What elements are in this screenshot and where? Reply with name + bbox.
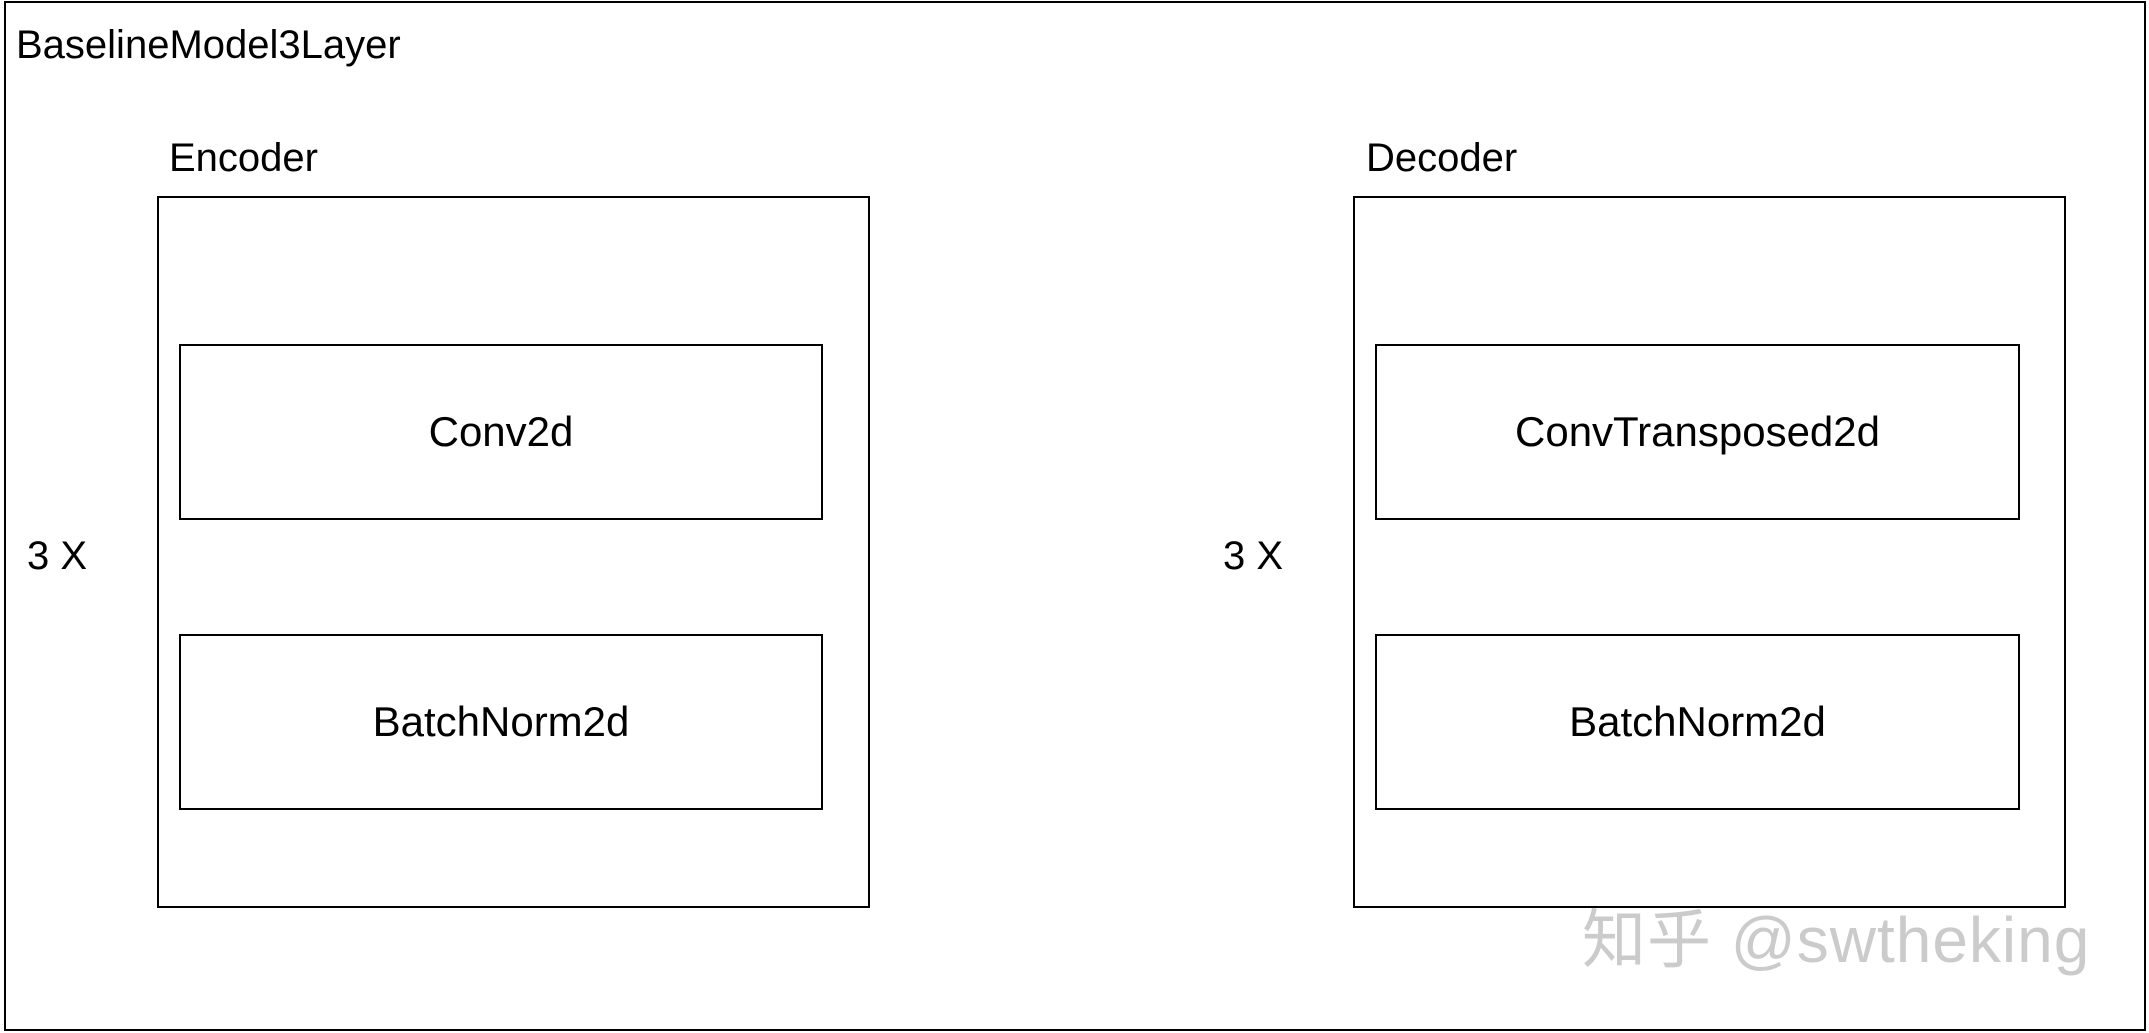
decoder-convtransposed-layer: ConvTransposed2d bbox=[1375, 344, 2020, 520]
decoder-repeat-label: 3 X bbox=[1223, 534, 1284, 578]
decoder-label: Decoder bbox=[1366, 136, 1518, 180]
encoder-repeat-label: 3 X bbox=[27, 534, 88, 578]
decoder-box bbox=[1353, 196, 2066, 908]
model-container bbox=[4, 1, 2146, 1031]
encoder-box bbox=[157, 196, 870, 908]
model-title: BaselineModel3Layer bbox=[16, 23, 401, 67]
encoder-conv2d-layer: Conv2d bbox=[179, 344, 823, 520]
watermark: 知乎 @swtheking bbox=[1582, 904, 2091, 976]
decoder-batchnorm-layer: BatchNorm2d bbox=[1375, 634, 2020, 810]
encoder-batchnorm-layer: BatchNorm2d bbox=[179, 634, 823, 810]
encoder-label: Encoder bbox=[169, 136, 318, 180]
